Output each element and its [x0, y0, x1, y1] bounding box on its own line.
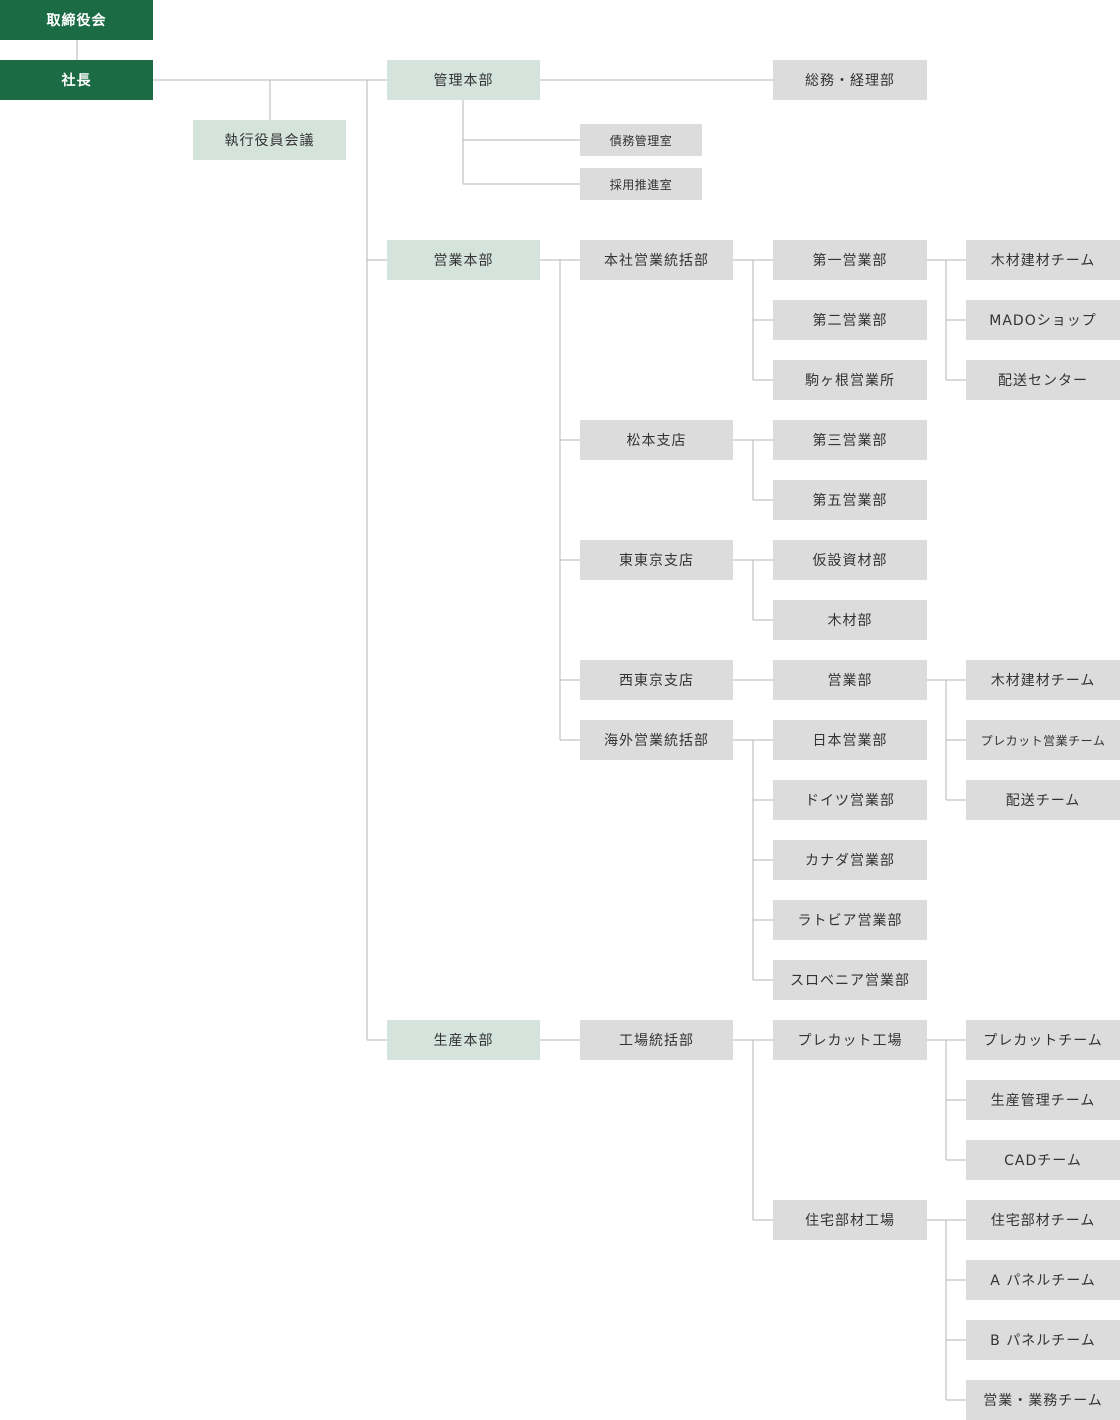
mado-shop-box: MADOショップ — [966, 300, 1120, 340]
board-box: 取締役会 — [0, 0, 153, 40]
east-tokyo-branch-box: 東東京支店 — [580, 540, 733, 580]
sales-dept1-box: 第一営業部 — [773, 240, 927, 280]
sales-dept2-box: 第二営業部 — [773, 300, 927, 340]
japan-sales-box: 日本営業部 — [773, 720, 927, 760]
a-panel-team-box: A パネルチーム — [966, 1260, 1120, 1300]
lumber-dept-box: 木材部 — [773, 600, 927, 640]
delivery-center-box: 配送センター — [966, 360, 1120, 400]
production-division-box: 生産本部 — [387, 1020, 540, 1060]
komagane-office-box: 駒ヶ根営業所 — [773, 360, 927, 400]
sales-dept5-box: 第五営業部 — [773, 480, 927, 520]
cad-team-box: CADチーム — [966, 1140, 1120, 1180]
west-tokyo-branch-box: 西東京支店 — [580, 660, 733, 700]
precut-factory-box: プレカット工場 — [773, 1020, 927, 1060]
canada-sales-box: カナダ営業部 — [773, 840, 927, 880]
slovenia-sales-box: スロベニア営業部 — [773, 960, 927, 1000]
precut-sales-team-box: プレカット営業チーム — [966, 720, 1120, 760]
hiring-office-box: 採用推進室 — [580, 168, 702, 200]
sales-ops-team-box: 営業・業務チーム — [966, 1380, 1120, 1420]
general-affairs-box: 総務・経理部 — [773, 60, 927, 100]
latvia-sales-box: ラトビア営業部 — [773, 900, 927, 940]
president-box: 社長 — [0, 60, 153, 100]
west-sales-dept-box: 営業部 — [773, 660, 927, 700]
precut-team-box: プレカットチーム — [966, 1020, 1120, 1060]
sales-dept3-box: 第三営業部 — [773, 420, 927, 460]
overseas-sales-box: 海外営業統括部 — [580, 720, 733, 760]
admin-division-box: 管理本部 — [387, 60, 540, 100]
west-delivery-team-box: 配送チーム — [966, 780, 1120, 820]
housing-factory-box: 住宅部材工場 — [773, 1200, 927, 1240]
prod-mgmt-team-box: 生産管理チーム — [966, 1080, 1120, 1120]
west-lumber-team-box: 木材建材チーム — [966, 660, 1120, 700]
sales-division-box: 営業本部 — [387, 240, 540, 280]
housing-team-box: 住宅部材チーム — [966, 1200, 1120, 1240]
matsumoto-branch-box: 松本支店 — [580, 420, 733, 460]
hq-sales-box: 本社営業統括部 — [580, 240, 733, 280]
lumber-team-box: 木材建材チーム — [966, 240, 1120, 280]
temp-materials-box: 仮設資材部 — [773, 540, 927, 580]
germany-sales-box: ドイツ営業部 — [773, 780, 927, 820]
factory-division-box: 工場統括部 — [580, 1020, 733, 1060]
b-panel-team-box: B パネルチーム — [966, 1320, 1120, 1360]
exec-committee-box: 執行役員会議 — [193, 120, 346, 160]
debt-office-box: 債務管理室 — [580, 124, 702, 156]
